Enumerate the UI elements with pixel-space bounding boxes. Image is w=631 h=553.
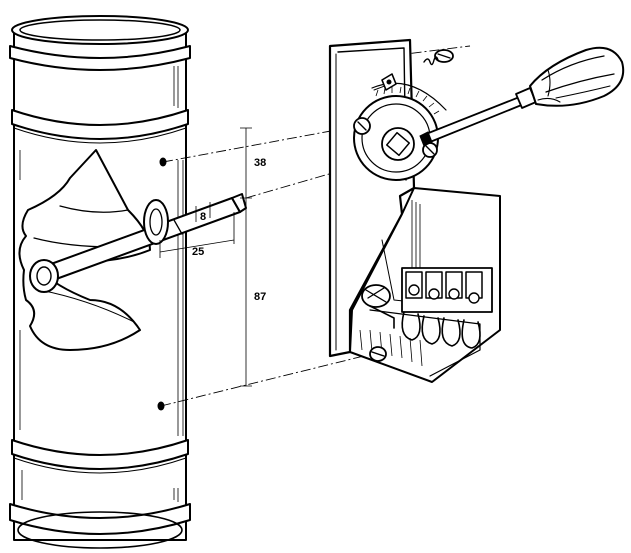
earth-clamp xyxy=(361,284,395,329)
top-screw xyxy=(423,49,454,66)
setting-dial xyxy=(353,73,447,181)
damper-shaft xyxy=(29,193,247,293)
damper-blade xyxy=(18,149,151,351)
screwdriver xyxy=(419,46,625,147)
dimension-38: 38 xyxy=(254,157,266,169)
dimension-87: 87 xyxy=(254,291,266,303)
duct-pipe xyxy=(9,15,191,549)
terminal-block xyxy=(401,267,493,349)
dimension-8: 8 xyxy=(200,211,206,223)
backplate-screws xyxy=(369,346,387,362)
actuator-housing xyxy=(328,38,501,383)
dimension-25: 25 xyxy=(192,246,204,258)
